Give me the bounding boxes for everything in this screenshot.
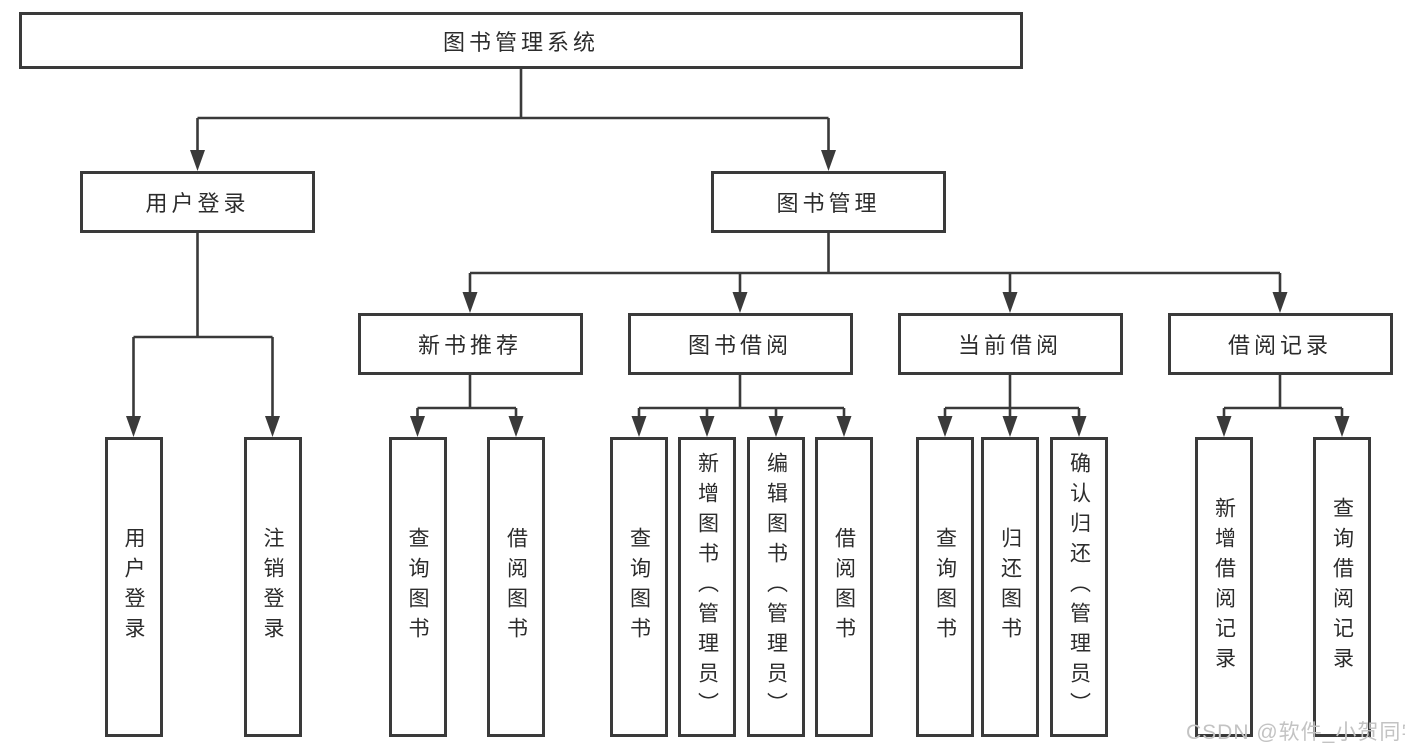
leaf-borrow-edit-books-admin-label: 编辑图书（管理员） [764,452,788,722]
leaf-newbook-query-books: 查询图书 [388,437,447,737]
leaf-logout: 注销登录 [243,437,302,737]
connector-currentborrow-to-leaves [937,375,1087,437]
node-root-label: 图书管理系统 [442,29,599,55]
leaf-newbook-borrow-books-label: 借阅图书 [504,527,528,647]
connector-records-to-leaves [1216,375,1350,437]
leaf-records-add-record-label: 新增借阅记录 [1212,497,1236,677]
node-borrowing-records-label: 借阅记录 [1227,333,1332,358]
leaf-borrow-borrow-books-label: 借阅图书 [832,527,856,647]
leaf-current-return-books-label: 归还图书 [998,527,1022,647]
leaf-current-query-books: 查询图书 [916,437,974,737]
node-new-book-recommend: 新书推荐 [357,313,583,375]
node-user-login: 用户登录 [80,171,315,233]
node-book-management-label: 图书管理 [776,191,881,216]
leaf-current-query-books-label: 查询图书 [933,527,957,647]
leaf-borrow-borrow-books: 借阅图书 [815,437,873,737]
node-user-login-label: 用户登录 [145,191,250,216]
leaf-current-return-books: 归还图书 [981,437,1039,737]
leaf-current-confirm-return-admin-label: 确认归还（管理员） [1067,452,1091,722]
connector-root-to-level2 [190,68,836,171]
leaf-borrow-add-books-admin-label: 新增图书（管理员） [695,452,719,722]
leaf-records-add-record: 新增借阅记录 [1195,437,1253,737]
node-book-borrowing: 图书借阅 [627,313,853,375]
node-current-borrowing: 当前借阅 [897,313,1123,375]
leaf-current-confirm-return-admin: 确认归还（管理员） [1050,437,1108,737]
leaf-borrow-query-books-label: 查询图书 [627,527,651,647]
leaf-borrow-edit-books-admin: 编辑图书（管理员） [747,437,805,737]
leaf-user-login: 用户登录 [104,437,163,737]
leaf-records-query-record: 查询借阅记录 [1313,437,1371,737]
node-root: 图书管理系统 [19,12,1023,69]
node-borrowing-records: 借阅记录 [1167,313,1393,375]
leaf-user-login-label: 用户登录 [122,527,145,647]
leaf-logout-label: 注销登录 [261,527,284,647]
leaf-newbook-borrow-books: 借阅图书 [487,437,545,737]
node-book-borrowing-label: 图书借阅 [687,333,792,358]
leaf-records-query-record-label: 查询借阅记录 [1330,497,1354,677]
watermark: CSDN @软件_小贺同学 [1186,721,1405,744]
connector-newbooks-to-leaves [410,375,524,437]
leaf-borrow-add-books-admin: 新增图书（管理员） [678,437,736,737]
leaf-newbook-query-books-label: 查询图书 [406,527,429,647]
connector-bookborrow-to-leaves [631,375,852,437]
node-current-borrowing-label: 当前借阅 [957,333,1062,358]
node-new-book-recommend-label: 新书推荐 [417,333,522,358]
leaf-borrow-query-books: 查询图书 [610,437,668,737]
connector-userlogin-to-leaves [126,233,280,437]
node-book-management: 图书管理 [711,171,946,233]
connector-bookmgmt-to-level3 [462,233,1288,313]
